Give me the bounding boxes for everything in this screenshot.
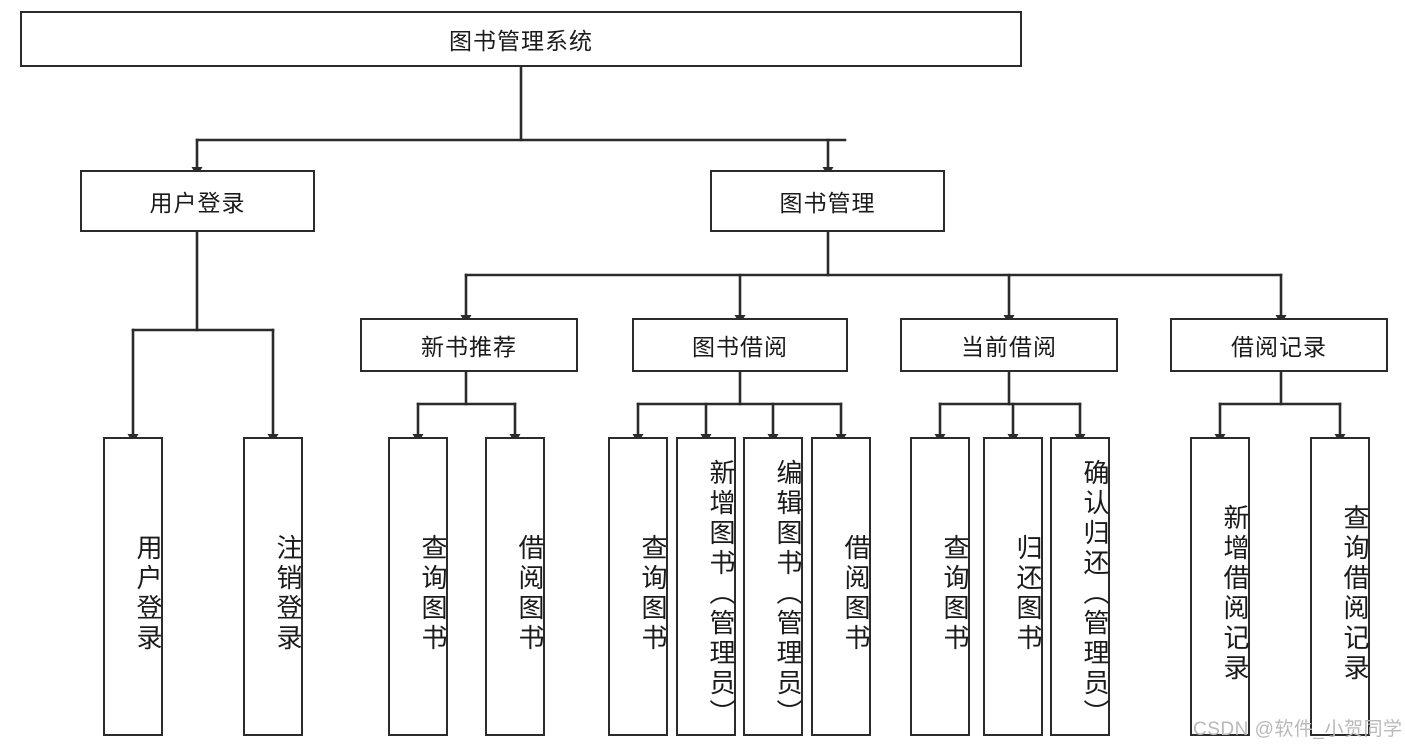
node-current-borrowing[interactable]: 当前借阅 [900, 318, 1118, 372]
leaf-query-book-borrowing[interactable]: 查询图书 [608, 437, 668, 736]
leaf-query-book-current[interactable]: 查询图书 [910, 437, 970, 736]
node-label: 借阅记录 [1231, 334, 1327, 360]
watermark-text: CSDN @软件_小贺同学 [1193, 719, 1403, 740]
node-label: 当前借阅 [961, 334, 1057, 360]
node-label: 确认归还（管理员） [1080, 458, 1110, 729]
leaf-add-borrow-record[interactable]: 新增借阅记录 [1190, 437, 1250, 736]
leaf-user-login[interactable]: 用户登录 [103, 437, 163, 736]
node-label: 图书管理系统 [449, 28, 593, 54]
node-label: 借阅图书 [841, 533, 871, 654]
leaf-confirm-return-admin[interactable]: 确认归还（管理员） [1050, 437, 1110, 736]
node-label: 归还图书 [1013, 533, 1043, 654]
node-user-login[interactable]: 用户登录 [80, 170, 315, 232]
node-book-management[interactable]: 图书管理 [710, 170, 945, 232]
node-label: 注销登录 [273, 533, 303, 654]
node-label: 借阅图书 [515, 533, 545, 654]
leaf-query-book-newbook[interactable]: 查询图书 [388, 437, 448, 736]
leaf-borrow-book-newbook[interactable]: 借阅图书 [485, 437, 545, 736]
node-label: 新书推荐 [421, 334, 517, 360]
node-label: 编辑图书（管理员） [773, 458, 803, 729]
node-label: 用户登录 [133, 533, 163, 654]
leaf-logout[interactable]: 注销登录 [243, 437, 303, 736]
node-label: 查询图书 [940, 533, 970, 654]
node-borrowing-record[interactable]: 借阅记录 [1170, 318, 1388, 372]
node-book-borrowing[interactable]: 图书借阅 [632, 318, 848, 372]
node-new-book-recommendation[interactable]: 新书推荐 [360, 318, 578, 372]
leaf-borrow-book[interactable]: 借阅图书 [811, 437, 871, 736]
leaf-query-borrow-record[interactable]: 查询借阅记录 [1310, 437, 1370, 736]
leaf-edit-book-admin[interactable]: 编辑图书（管理员） [743, 437, 803, 736]
node-label: 查询借阅记录 [1340, 503, 1370, 684]
node-label: 新增借阅记录 [1220, 503, 1250, 684]
node-label: 新增图书（管理员） [706, 458, 736, 729]
leaf-add-book-admin[interactable]: 新增图书（管理员） [676, 437, 736, 736]
node-label: 查询图书 [418, 533, 448, 654]
node-root-book-management-system[interactable]: 图书管理系统 [20, 11, 1022, 67]
node-label: 用户登录 [149, 190, 246, 216]
leaf-return-book[interactable]: 归还图书 [983, 437, 1043, 736]
node-label: 图书借阅 [692, 334, 788, 360]
node-label: 查询图书 [638, 533, 668, 654]
node-label: 图书管理 [779, 190, 876, 216]
